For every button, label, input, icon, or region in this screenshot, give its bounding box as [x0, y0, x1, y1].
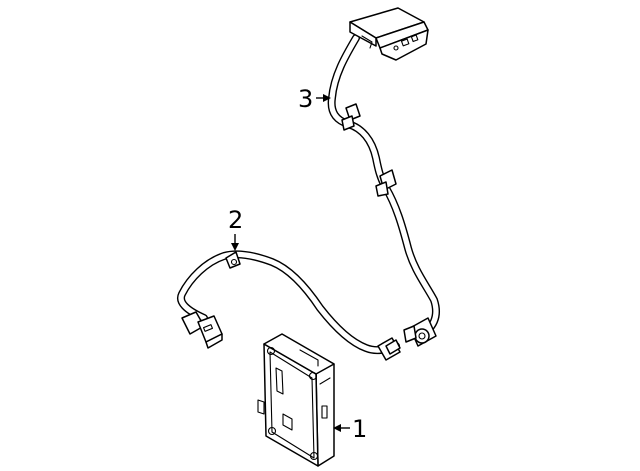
round-connector: [403, 317, 437, 347]
control-module: [257, 333, 335, 467]
right-plug-connector: [377, 337, 401, 361]
upper-harness-cable: [327, 34, 440, 334]
harness-clip-lower: [225, 251, 241, 269]
left-plug-connector: [181, 311, 223, 349]
harness-clip-upper: [341, 103, 361, 131]
callout-3-label: 3: [298, 85, 313, 113]
top-connector-housing: [349, 7, 429, 61]
callout-1-label: 1: [352, 415, 367, 443]
lower-harness-cable: [177, 250, 400, 355]
callout-2: 2: [228, 206, 243, 251]
callout-2-label: 2: [228, 206, 243, 234]
harness-clip-middle: [375, 169, 397, 197]
callout-1: 1: [333, 415, 367, 443]
callout-3: 3: [298, 85, 331, 113]
